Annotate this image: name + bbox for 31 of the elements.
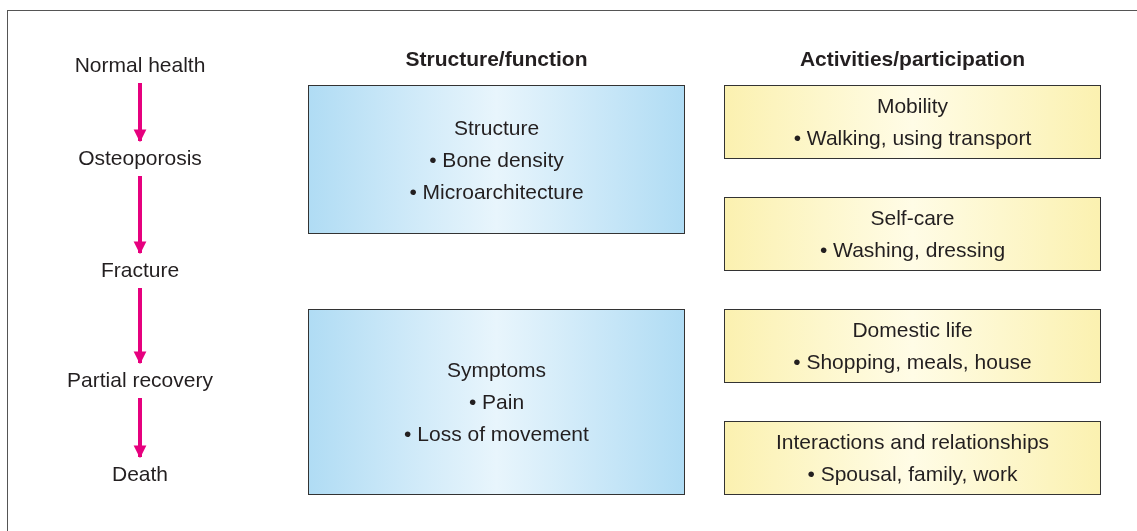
arrow (133, 83, 147, 143)
activity-box (724, 85, 1101, 159)
stage-label: Partial recovery (67, 367, 213, 393)
bullet-item: • Spousal, family, work (807, 461, 1018, 487)
stage-label: Death (111, 461, 168, 487)
arrow (133, 288, 147, 365)
box-heading: Self-care (870, 205, 955, 231)
box-heading: Symptoms (446, 357, 547, 383)
arrow (133, 176, 147, 255)
column-heading: Structure/function (405, 46, 588, 72)
box-heading: Interactions and relationships (775, 429, 1050, 455)
stage-label: Fracture (100, 257, 180, 283)
activity-box (724, 197, 1101, 271)
bullet-item: • Microarchitecture (409, 178, 584, 205)
activity-box (724, 421, 1101, 495)
box-heading: Domestic life (852, 317, 973, 343)
box-heading: Structure (453, 114, 540, 141)
activity-box (724, 309, 1101, 383)
structure-box (308, 309, 685, 495)
box-heading: Mobility (876, 93, 949, 119)
column-heading: Activities/participation (799, 46, 1026, 72)
bullet-item: • Bone density (429, 146, 564, 173)
arrow (133, 398, 147, 459)
stage-label: Normal health (74, 52, 206, 78)
bullet-item: • Washing, dressing (819, 237, 1006, 263)
bullet-item: • Loss of movement (404, 421, 589, 447)
bullet-item: • Shopping, meals, house (793, 349, 1032, 375)
structure-box (308, 85, 685, 234)
bullet-item: • Pain (468, 389, 525, 415)
bullet-item: • Walking, using transport (793, 125, 1032, 151)
stage-label: Osteoporosis (78, 145, 202, 171)
